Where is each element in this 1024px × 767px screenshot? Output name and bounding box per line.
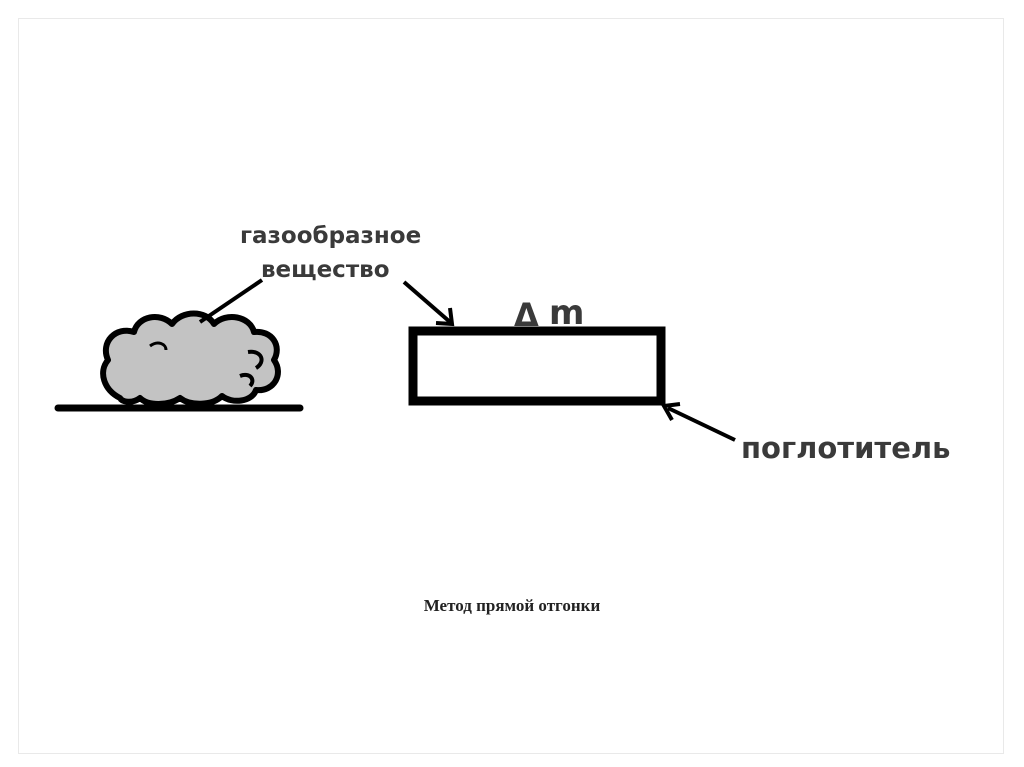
absorber-box [413, 331, 661, 401]
gas-cloud [103, 314, 278, 405]
gas-label-line2: вещество [261, 257, 390, 283]
absorber-label: поглотитель [741, 431, 950, 465]
caption: Метод прямой отгонки [0, 596, 1024, 616]
gas-to-absorber-arrow [404, 282, 452, 324]
gas-label-line1: газообразное [240, 223, 421, 249]
absorber-arrow [664, 404, 735, 440]
